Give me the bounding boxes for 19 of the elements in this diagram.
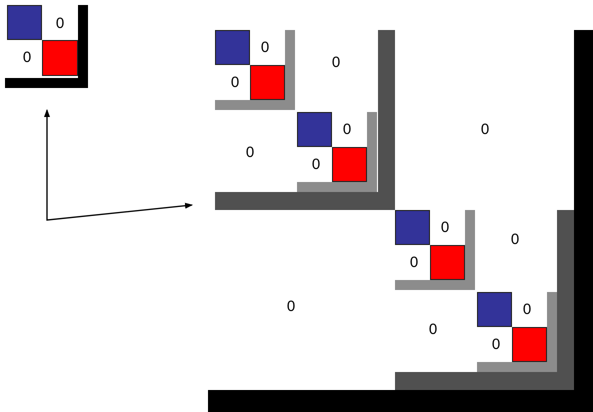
zero-entry: 0 <box>312 157 320 173</box>
zero-entry: 0 <box>522 302 532 318</box>
zero-entry: 0 <box>342 122 352 138</box>
zero-entry: 0 <box>510 232 520 248</box>
zero-entry: 0 <box>286 299 296 315</box>
zero-entry: 0 <box>440 220 450 236</box>
zero-entry: 0 <box>480 122 490 138</box>
zero-entry: 0 <box>332 55 340 71</box>
zero-entry: 0 <box>410 255 418 271</box>
block-matrix <box>208 30 593 412</box>
zero-entry: 0 <box>492 337 500 353</box>
zero-entry: 0 <box>56 16 64 32</box>
zero-entry: 0 <box>230 75 240 91</box>
arrow <box>44 109 193 221</box>
block-matrix <box>5 5 88 88</box>
zero-entry: 0 <box>22 50 32 66</box>
zero-entry: 0 <box>246 145 254 161</box>
zero-entry: 0 <box>260 40 270 56</box>
zero-entry: 0 <box>428 322 438 338</box>
